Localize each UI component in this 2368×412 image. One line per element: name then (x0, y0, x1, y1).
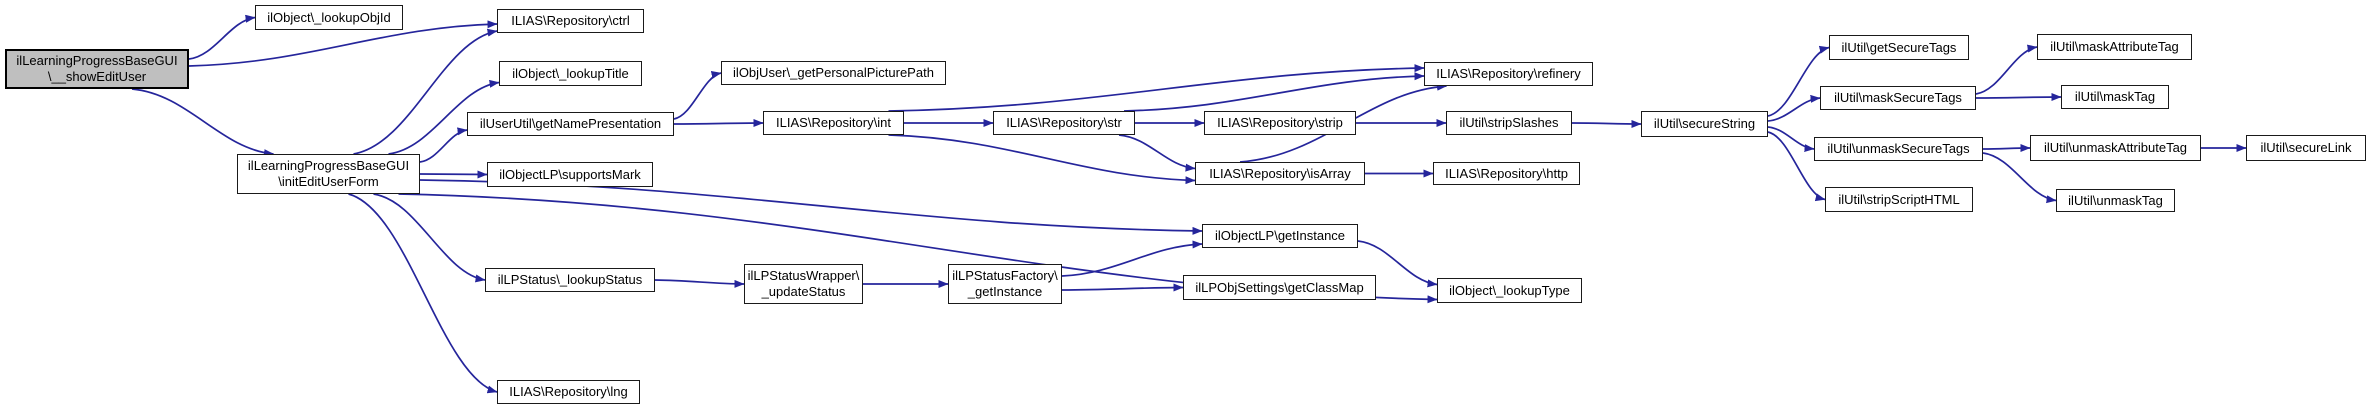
graph-node-updateStatus[interactable]: ilLPStatusWrapper\_updateStatus (744, 264, 863, 304)
call-edge-factoryGetInstance-to-objectLpGetInstance (1061, 240, 1203, 277)
graph-node-refinery[interactable]: ILIAS\Repository\refinery (1424, 62, 1593, 86)
graph-node-lookupType[interactable]: ilObject\_lookupType (1437, 278, 1582, 303)
graph-node-label: ilObjectLP\supportsMark (499, 166, 641, 182)
graph-node-strip[interactable]: ILIAS\Repository\strip (1204, 111, 1356, 135)
graph-node-label: \initEditUserForm (278, 174, 379, 189)
graph-node-stripScriptHTML[interactable]: ilUtil\stripScriptHTML (1825, 187, 1973, 212)
call-edge-str-to-refinery (1123, 72, 1425, 112)
graph-node-getPersonalPicturePath[interactable]: ilObjUser\_getPersonalPicturePath (721, 61, 946, 85)
call-edge-showEditUser-to-ctrl (188, 20, 498, 67)
graph-node-supportsMark[interactable]: ilObjectLP\supportsMark (487, 162, 653, 187)
graph-node-label: ilLPObjSettings\getClassMap (1195, 279, 1364, 295)
graph-node-maskTag[interactable]: ilUtil\maskTag (2061, 85, 2169, 109)
graph-node-ctrl[interactable]: ILIAS\Repository\ctrl (497, 9, 644, 33)
call-edge-int-to-isArray (888, 134, 1196, 185)
call-edge-unmaskSecureTags-to-unmaskAttributeTag (1982, 144, 2031, 153)
graph-node-label: ilUtil\maskAttributeTag (2050, 39, 2179, 54)
graph-node-label: ilUtil\maskTag (2074, 89, 2156, 104)
graph-node-label: ilUtil\stripScriptHTML (1838, 191, 1960, 207)
graph-node-label: ilObject\_lookupType (1449, 282, 1570, 298)
graph-node-factoryGetInstance[interactable]: ilLPStatusFactory\_getInstance (948, 264, 1062, 304)
graph-node-getClassMap[interactable]: ilLPObjSettings\getClassMap (1183, 275, 1376, 300)
graph-node-label: ilObjUser\_getPersonalPicturePath (733, 65, 934, 80)
call-edge-initEditUserForm-to-getNamePresentation (419, 127, 468, 163)
graph-node-label: ilObject\_lookupObjId (267, 9, 391, 25)
call-edge-initEditUserForm-to-lookupStatus (373, 193, 486, 283)
call-edge-initEditUserForm-to-lookupTitle (388, 79, 500, 155)
graph-node-label: ilObjectLP\getInstance (1214, 228, 1346, 243)
call-edge-secureString-to-unmaskSecureTags (1767, 126, 1815, 153)
graph-node-label: ilUtil\unmaskTag (2068, 192, 2163, 208)
call-edge-factoryGetInstance-to-getClassMap (1061, 283, 1184, 292)
call-edge-int-to-refinery (888, 64, 1425, 112)
call-edge-showEditUser-to-lookupObjId (188, 14, 256, 60)
graph-node-stripSlashes[interactable]: ilUtil\stripSlashes (1446, 111, 1572, 135)
graph-node-label: ilLearningProgressBaseGUI (247, 158, 410, 173)
graph-node-lng[interactable]: ILIAS\Repository\lng (497, 380, 640, 404)
call-edge-unmaskSecureTags-to-unmaskTag (1982, 152, 2057, 204)
graph-node-label: ilLearningProgressBaseGUI (16, 53, 178, 68)
call-edge-getNamePresentation-to-int (673, 119, 764, 128)
graph-node-objectLpGetInstance[interactable]: ilObjectLP\getInstance (1202, 224, 1358, 248)
graph-node-label: ILIAS\Repository\http (1445, 165, 1568, 181)
graph-node-showEditUser[interactable]: ilLearningProgressBaseGUI\__showEditUser (5, 49, 189, 89)
call-edge-objectLpGetInstance-to-lookupType (1357, 240, 1438, 288)
call-edge-showEditUser-to-initEditUserForm (131, 88, 274, 158)
call-edge-initEditUserForm-to-ctrl (353, 28, 498, 155)
graph-node-label: ILIAS\Repository\ctrl (511, 13, 630, 28)
graph-node-label: ILIAS\Repository\lng (509, 384, 628, 399)
graph-node-label: ILIAS\Repository\strip (1217, 115, 1343, 130)
graph-node-getNamePresentation[interactable]: ilUserUtil\getNamePresentation (467, 112, 674, 136)
call-edge-initEditUserForm-to-lng (348, 193, 498, 394)
graph-node-label: ILIAS\Repository\refinery (1436, 66, 1581, 81)
graph-node-label: ilUtil\secureLink (2260, 140, 2352, 155)
graph-node-label: ilLPStatusFactory\ (952, 268, 1058, 283)
graph-node-label: ilLPStatusWrapper\ (747, 268, 860, 283)
graph-node-http[interactable]: ILIAS\Repository\http (1433, 162, 1580, 185)
graph-node-label: ILIAS\Repository\int (776, 115, 891, 130)
graph-node-unmaskSecureTags[interactable]: ilUtil\unmaskSecureTags (1814, 137, 1983, 161)
graph-node-label: ilUtil\getSecureTags (1841, 39, 1957, 55)
graph-node-int[interactable]: ILIAS\Repository\int (763, 111, 904, 135)
graph-node-label: ilUtil\maskSecureTags (1834, 90, 1962, 105)
graph-node-lookupTitle[interactable]: ilObject\_lookupTitle (499, 61, 642, 86)
graph-node-label: ilUtil\secureString (1653, 116, 1756, 131)
graph-node-maskAttributeTag[interactable]: ilUtil\maskAttributeTag (2037, 34, 2192, 60)
graph-node-secureLink[interactable]: ilUtil\secureLink (2246, 135, 2366, 161)
call-edge-maskSecureTags-to-maskTag (1975, 93, 2062, 102)
call-edge-stripSlashes-to-secureString (1571, 119, 1642, 128)
graph-node-label: ILIAS\Repository\str (1006, 115, 1122, 130)
graph-node-label: _updateStatus (761, 284, 846, 299)
graph-node-str[interactable]: ILIAS\Repository\str (993, 111, 1135, 135)
call-edge-str-to-isArray (1118, 134, 1196, 172)
call-edge-initEditUserForm-to-supportsMark (419, 170, 488, 179)
call-edge-secureString-to-stripScriptHTML (1767, 131, 1826, 202)
graph-node-isArray[interactable]: ILIAS\Repository\isArray (1195, 162, 1365, 185)
graph-node-label: ilLPStatus\_lookupStatus (497, 272, 643, 287)
graph-node-secureString[interactable]: ilUtil\secureString (1641, 111, 1768, 137)
graph-node-label: ilUtil\unmaskAttributeTag (2043, 140, 2188, 155)
call-edge-secureString-to-getSecureTags (1767, 45, 1830, 117)
graph-node-unmaskAttributeTag[interactable]: ilUtil\unmaskAttributeTag (2030, 135, 2201, 161)
call-edge-maskSecureTags-to-maskAttributeTag (1975, 44, 2038, 95)
graph-node-label: ilUtil\unmaskSecureTags (1827, 141, 1970, 156)
graph-node-label: _getInstance (967, 284, 1043, 299)
graph-node-maskSecureTags[interactable]: ilUtil\maskSecureTags (1820, 86, 1976, 110)
call-edge-getNamePresentation-to-getPersonalPicturePath (673, 71, 722, 120)
call-edge-secureString-to-maskSecureTags (1767, 94, 1821, 122)
graph-node-label: ilUtil\stripSlashes (1459, 115, 1559, 130)
graph-node-lookupObjId[interactable]: ilObject\_lookupObjId (255, 5, 403, 30)
call-edge-lookupStatus-to-updateStatus (654, 279, 745, 288)
graph-node-unmaskTag[interactable]: ilUtil\unmaskTag (2056, 189, 2175, 212)
call-edge-initEditUserForm-to-objectLpGetInstance (419, 179, 1203, 235)
graph-node-getSecureTags[interactable]: ilUtil\getSecureTags (1829, 35, 1969, 60)
graph-node-label: ilObject\_lookupTitle (512, 65, 629, 81)
graph-node-label: ilUserUtil\getNamePresentation (479, 116, 662, 131)
graph-node-lookupStatus[interactable]: ilLPStatus\_lookupStatus (485, 268, 655, 292)
graph-node-label: ILIAS\Repository\isArray (1209, 165, 1351, 181)
graph-node-initEditUserForm[interactable]: ilLearningProgressBaseGUI\initEditUserFo… (237, 154, 420, 194)
graph-node-label: \__showEditUser (47, 69, 147, 84)
